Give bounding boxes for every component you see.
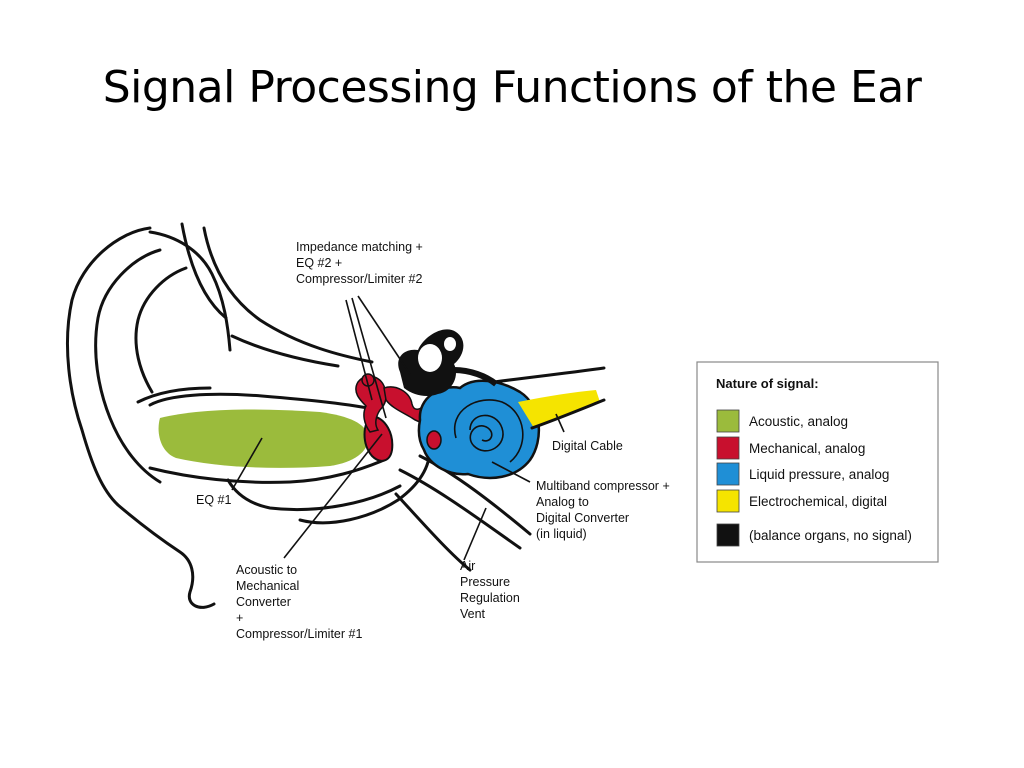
- leader-lines: [231, 295, 565, 561]
- label-eq1: EQ #1: [196, 493, 231, 507]
- label-air-vent: Air Pressure Regulation Vent: [460, 559, 523, 621]
- legend-swatch: [716, 523, 740, 547]
- label-impedance: Impedance matching + EQ #2 + Compressor/…: [296, 240, 426, 286]
- ear-canal: [148, 392, 432, 525]
- legend-label: Liquid pressure, analog: [749, 467, 889, 482]
- legend-label: (balance organs, no signal): [749, 528, 912, 543]
- legend-swatch: [716, 436, 740, 460]
- legend-title: Nature of signal:: [716, 376, 819, 391]
- legend-swatch: [716, 462, 740, 486]
- legend-swatch: [716, 409, 740, 433]
- legend-label: Electrochemical, digital: [749, 494, 887, 509]
- label-acoustic-converter: Acoustic to Mechanical Converter + Compr…: [236, 563, 362, 641]
- legend-swatch: [716, 489, 740, 513]
- label-digital-cable: Digital Cable: [552, 439, 623, 453]
- pinna-outline: [65, 222, 374, 609]
- legend-label: Mechanical, analog: [749, 441, 865, 456]
- page-title: Signal Processing Functions of the Ear: [102, 62, 922, 113]
- digital-cable-region: [492, 366, 606, 430]
- legend: Nature of signal: Acoustic, analogMechan…: [696, 361, 939, 563]
- label-multiband: Multiband compressor + Analog to Digital…: [536, 479, 673, 541]
- cochlea: [417, 379, 541, 480]
- acoustic-region: [158, 409, 369, 468]
- legend-label: Acoustic, analog: [749, 414, 848, 429]
